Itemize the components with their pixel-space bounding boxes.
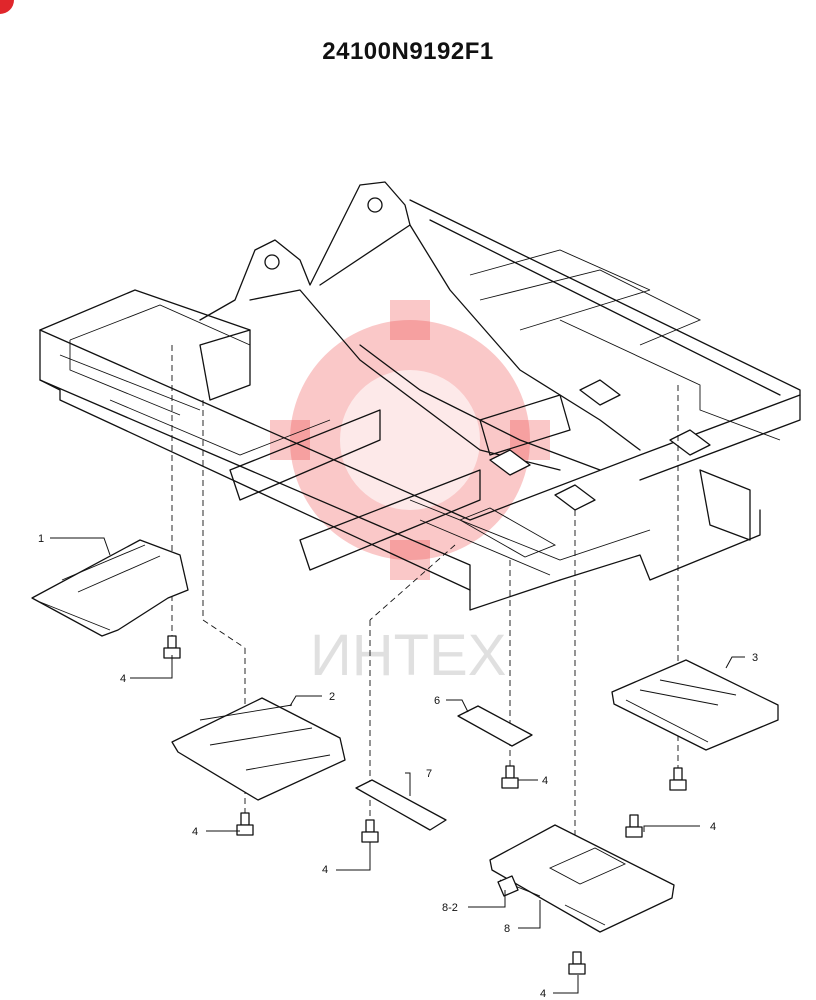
upper-frame-assembly [39,181,801,611]
callout-label: 4 [540,988,546,1000]
cover-part-8 [489,824,675,933]
plate-part-7 [355,779,447,831]
plate-part-6 [457,705,533,747]
callout-label: 7 [426,768,432,780]
callout-label: 8-2 [442,902,458,914]
callout-label: 4 [322,864,328,876]
watermark-text: ИНТЕХ [310,623,506,688]
callout-label: 4 [192,826,198,838]
bolt-icon [361,819,379,843]
callout-label: 4 [710,821,716,833]
callout-label: 8 [504,923,510,935]
bolt-icon [568,951,586,975]
callout-label: 6 [434,695,440,707]
callout-label: 2 [329,691,335,703]
watermark-gear-logo [270,300,550,580]
bolt-icon [625,814,643,838]
cover-part-1 [31,539,189,637]
leader-lines [50,537,745,994]
callout-label: 1 [38,533,44,545]
callout-label: 4 [542,775,548,787]
bolt-icon [163,635,181,659]
bolt-icon [669,767,687,791]
bolt-icon [236,812,254,836]
cover-part-2 [171,697,346,801]
callout-label: 3 [752,652,758,664]
callout-label: 4 [120,673,126,685]
drawing-title: 24100N9192F1 [322,38,494,65]
cover-part-3 [611,659,779,751]
bolt-icon [501,765,519,789]
